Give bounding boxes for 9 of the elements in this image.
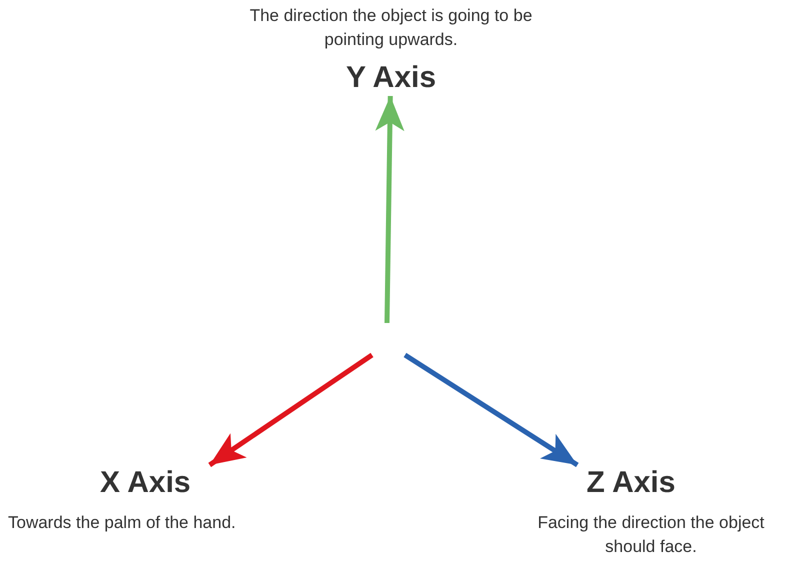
axis-title: Z Axis [586, 465, 676, 501]
axis-description: Facing the direction the object should face. [536, 512, 766, 558]
axis-title: X Axis [100, 465, 191, 501]
axis-description: Towards the palm of the hand. [8, 512, 236, 534]
axis-title: Y Axis [346, 60, 436, 96]
axis-description: The direction the object is going to be pointing upwards. [248, 5, 534, 51]
axis-arrow [375, 96, 404, 324]
axis-arrow [404, 352, 579, 468]
axis-arrow [208, 352, 374, 468]
